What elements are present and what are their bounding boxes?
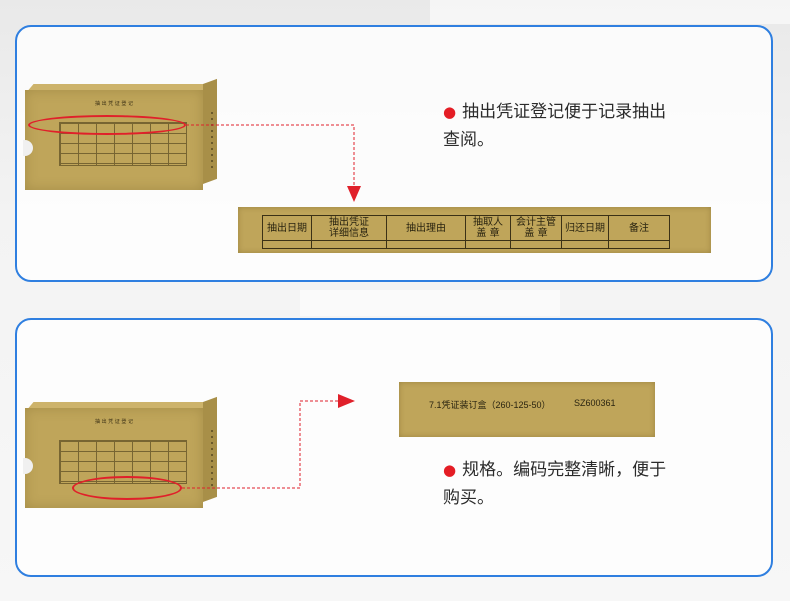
connector-line xyxy=(186,124,355,188)
spec-label: 7.1凭证装订盒（260-125-50） xyxy=(429,400,551,410)
bullet-dot-icon: ● xyxy=(443,461,457,479)
table-header-cell: 会计主管 盖 章 xyxy=(510,215,562,241)
table-header-cell: 抽取人 盖 章 xyxy=(465,215,511,241)
table-header-cell: 抽出理由 xyxy=(386,215,466,241)
box-dots xyxy=(209,110,215,170)
highlight-ellipse xyxy=(72,476,182,500)
withdrawal-table-header: 抽出日期 抽出凭证 详细信息 抽出理由 抽取人 盖 章 会计主管 盖 章 归还日… xyxy=(262,215,670,249)
box-title: 抽 出 凭 证 登 记 xyxy=(95,101,133,107)
table-header-strip: 抽出日期 抽出凭证 详细信息 抽出理由 抽取人 盖 章 会计主管 盖 章 归还日… xyxy=(238,207,711,253)
highlight-ellipse xyxy=(28,115,186,135)
table-empty-cell xyxy=(608,240,670,249)
background-shape xyxy=(430,0,790,24)
bullet-text: 规格。编码完整清晰，便于购买。 xyxy=(443,460,667,508)
feature-bullet: ●抽出凭证登记便于记录抽出查阅。 xyxy=(443,98,673,154)
box-dots xyxy=(209,428,215,488)
connector-line xyxy=(182,400,340,489)
box-notch xyxy=(23,140,33,156)
arrow-right-icon xyxy=(338,394,355,408)
bullet-dot-icon: ● xyxy=(443,103,457,121)
box-title: 抽 出 凭 证 登 记 xyxy=(95,419,133,425)
bullet-text: 抽出凭证登记便于记录抽出查阅。 xyxy=(443,102,667,150)
box-notch xyxy=(23,458,33,474)
background-shape xyxy=(300,290,560,316)
product-code: SZ600361 xyxy=(574,398,616,408)
feature-bullet: ●规格。编码完整清晰，便于购买。 xyxy=(443,456,673,512)
table-header-cell: 备注 xyxy=(608,215,670,241)
arrow-down-icon xyxy=(347,186,361,202)
spec-label-strip: 7.1凭证装订盒（260-125-50） SZ600361 xyxy=(399,382,655,437)
